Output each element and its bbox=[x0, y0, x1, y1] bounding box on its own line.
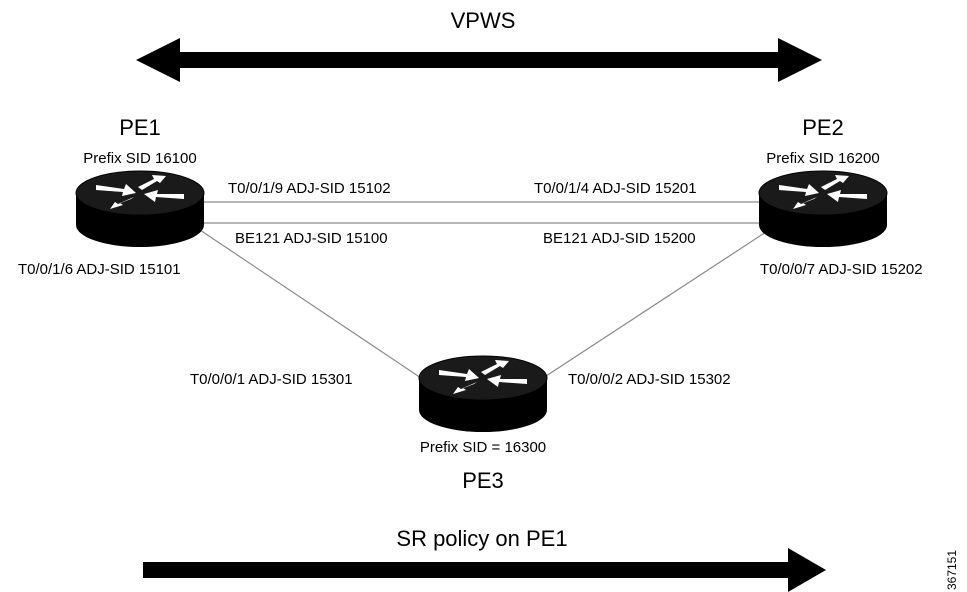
label-pe1-pe2-bottom-right: BE121 ADJ-SID 15200 bbox=[543, 230, 696, 247]
router-pe3-icon bbox=[418, 355, 548, 433]
sr-policy-arrow bbox=[143, 548, 826, 592]
label-pe2-pe3: T0/0/0/7 ADJ-SID 15202 bbox=[760, 261, 923, 278]
label-pe1-pe2-top-left: T0/0/1/9 ADJ-SID 15102 bbox=[228, 180, 391, 197]
link-pe1-pe3 bbox=[199, 229, 425, 381]
vpws-arrow bbox=[136, 38, 822, 82]
label-pe3-pe1: T0/0/0/1 ADJ-SID 15301 bbox=[190, 371, 353, 388]
figure-id: 367151 bbox=[945, 550, 959, 590]
pe1-name: PE1 bbox=[119, 115, 161, 140]
link-pe2-pe3 bbox=[542, 231, 767, 379]
label-pe1-pe2-bottom-left: BE121 ADJ-SID 15100 bbox=[235, 230, 388, 247]
router-pe1-icon bbox=[75, 170, 205, 248]
links bbox=[199, 201, 767, 381]
label-pe1-pe2-top-right: T0/0/1/4 ADJ-SID 15201 bbox=[534, 180, 697, 197]
sr-policy-label: SR policy on PE1 bbox=[396, 526, 567, 551]
pe3-name: PE3 bbox=[462, 468, 504, 493]
vpws-label: VPWS bbox=[451, 8, 516, 33]
pe2-name: PE2 bbox=[802, 115, 844, 140]
router-pe2-icon bbox=[758, 170, 888, 248]
label-pe3-pe2: T0/0/0/2 ADJ-SID 15302 bbox=[568, 371, 731, 388]
pe1-prefix-sid: Prefix SID 16100 bbox=[83, 150, 196, 167]
label-pe1-pe3: T0/0/1/6 ADJ-SID 15101 bbox=[18, 261, 181, 278]
pe2-prefix-sid: Prefix SID 16200 bbox=[766, 150, 879, 167]
pe3-prefix-sid: Prefix SID = 16300 bbox=[420, 439, 546, 456]
